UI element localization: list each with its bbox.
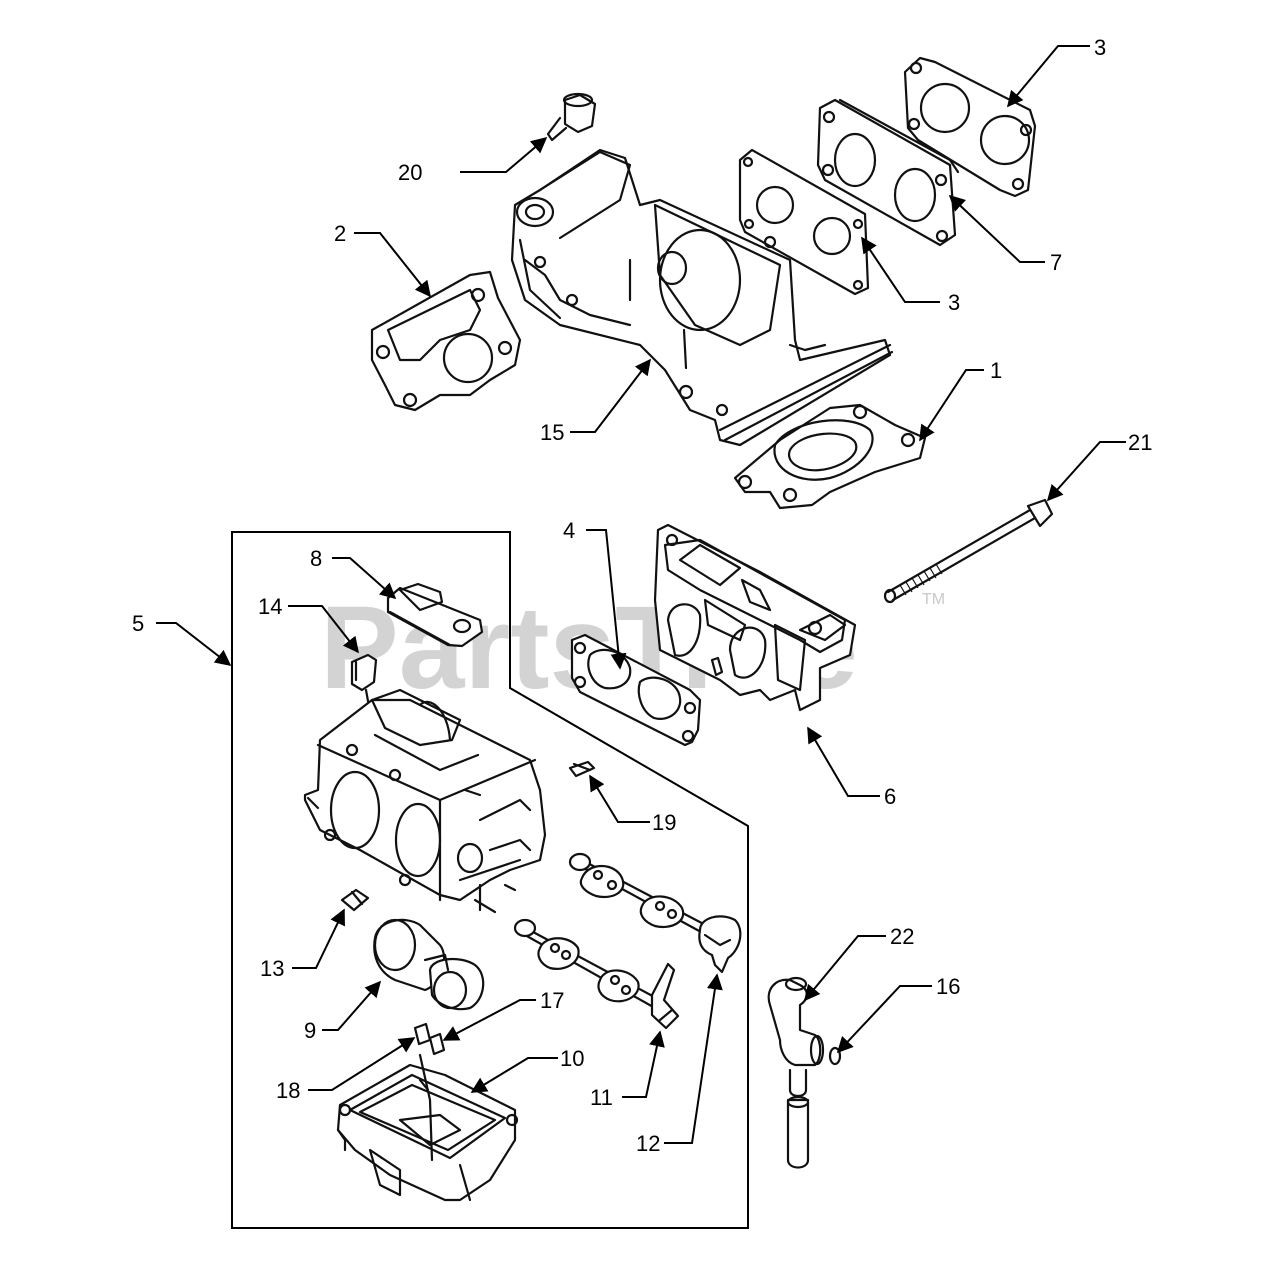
carburetor-assembly-outline xyxy=(231,531,749,1229)
leader-lines xyxy=(156,45,1126,1144)
callout-1[interactable]: 1 xyxy=(990,358,1002,383)
callout-12[interactable]: 12 xyxy=(636,1131,660,1156)
callout-3-middle[interactable]: 3 xyxy=(948,290,960,315)
callout-17[interactable]: 17 xyxy=(540,988,564,1013)
callout-16[interactable]: 16 xyxy=(936,974,960,999)
gasket-3-top[interactable] xyxy=(903,56,1037,198)
bolt-20[interactable] xyxy=(546,92,597,142)
callout-2[interactable]: 2 xyxy=(334,221,346,246)
gasket-2[interactable] xyxy=(370,270,522,412)
spacer-6[interactable] xyxy=(653,523,857,712)
callout-19[interactable]: 19 xyxy=(652,810,676,835)
gasket-3-middle[interactable] xyxy=(738,148,870,296)
callout-11[interactable]: 11 xyxy=(590,1085,613,1110)
gasket-4[interactable] xyxy=(570,633,702,747)
callout-9[interactable]: 9 xyxy=(304,1018,316,1043)
callout-18[interactable]: 18 xyxy=(276,1078,300,1103)
throttle-shaft-11[interactable] xyxy=(513,918,680,1030)
screw-13[interactable] xyxy=(340,888,370,912)
callout-15[interactable]: 15 xyxy=(540,420,564,445)
screw-19[interactable] xyxy=(568,760,596,778)
gasket-1[interactable] xyxy=(733,403,927,510)
carburetor-body[interactable] xyxy=(303,688,547,914)
callout-8[interactable]: 8 xyxy=(310,546,322,571)
cover-plate-8[interactable] xyxy=(386,582,484,648)
callout-6[interactable]: 6 xyxy=(884,784,896,809)
callout-7[interactable]: 7 xyxy=(1050,250,1062,275)
choke-shaft-12[interactable] xyxy=(568,852,742,974)
callout-20[interactable]: 20 xyxy=(398,160,422,185)
stud-21[interactable] xyxy=(883,498,1054,604)
hose-22[interactable] xyxy=(767,976,825,1169)
callout-10[interactable]: 10 xyxy=(560,1046,584,1071)
jet-18[interactable] xyxy=(413,1022,432,1046)
callout-labels: 3 20 2 7 3 1 15 21 4 8 14 5 6 19 22 13 1… xyxy=(132,35,1152,1156)
callout-4[interactable]: 4 xyxy=(563,518,575,543)
callout-13[interactable]: 13 xyxy=(260,956,284,981)
intake-manifold-15[interactable] xyxy=(510,148,894,447)
float-9[interactable] xyxy=(373,918,485,1011)
callout-14[interactable]: 14 xyxy=(258,594,282,619)
clip-16[interactable] xyxy=(828,1046,842,1066)
float-bowl-10[interactable] xyxy=(336,1053,519,1202)
jet-17[interactable] xyxy=(428,1032,446,1056)
callout-22[interactable]: 22 xyxy=(890,924,914,949)
callout-3-top[interactable]: 3 xyxy=(1094,35,1106,60)
watermark-trademark: TM xyxy=(922,591,945,608)
callout-5[interactable]: 5 xyxy=(132,611,144,636)
insulator-7[interactable] xyxy=(816,98,960,247)
callout-21[interactable]: 21 xyxy=(1128,430,1152,455)
